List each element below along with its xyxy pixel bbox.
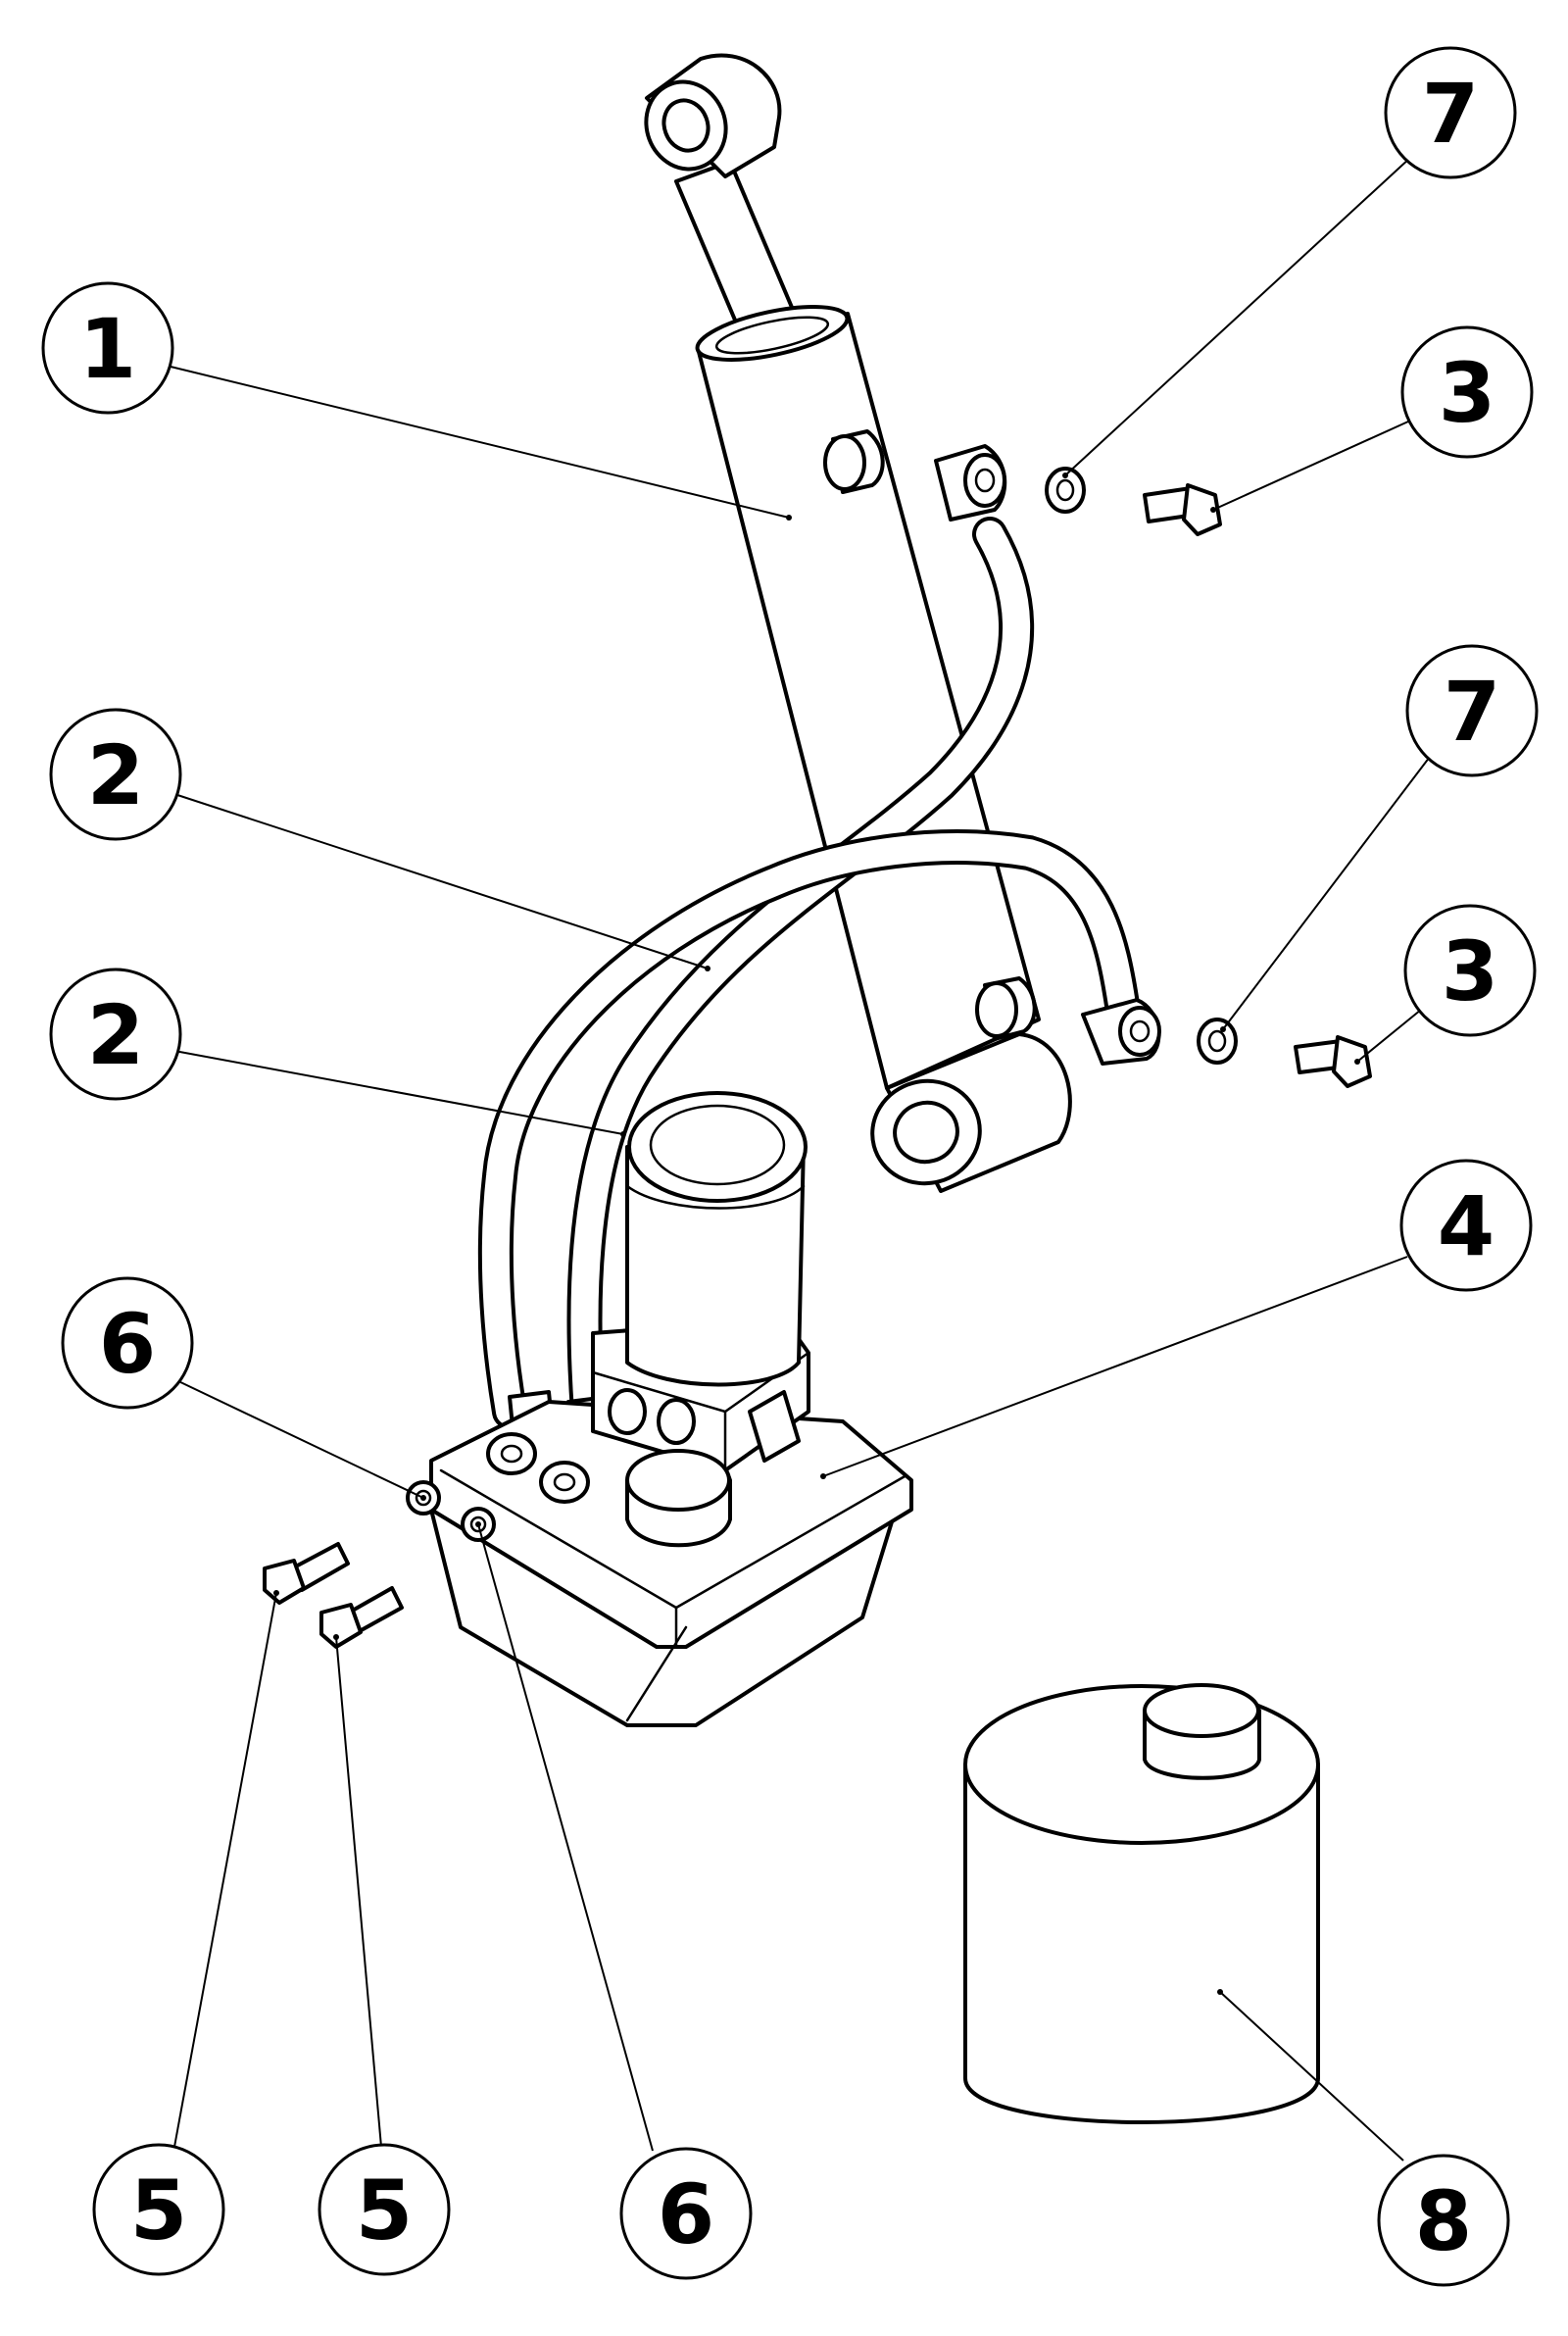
svg-text:3: 3 (1439, 345, 1495, 441)
callout-4: 4 (1399, 1159, 1533, 1292)
svg-text:5: 5 (130, 2162, 187, 2259)
leader-8 (1219, 1991, 1404, 2162)
hose-fitting-bottom-eye (1118, 1006, 1161, 1057)
leader-2a (173, 793, 709, 969)
svg-text:7: 7 (1422, 66, 1479, 162)
cover-port-nut-a (486, 1432, 537, 1475)
cylinder-port-bottom-face (975, 981, 1018, 1038)
screw-a-head (263, 1559, 306, 1605)
callout-3-bottom: 3 (1403, 904, 1537, 1037)
svg-text:4: 4 (1438, 1178, 1494, 1274)
leader-3b (1356, 1009, 1422, 1063)
cylinder-port-top-face (823, 434, 866, 491)
barrel-top-opening (695, 305, 850, 362)
leader-3a (1212, 421, 1409, 511)
callout-7-bottom: 7 (1405, 644, 1539, 777)
hose-fitting-top-eye (963, 453, 1006, 508)
rod-eye-top-bore (662, 98, 710, 153)
cover-port-nut-b (539, 1461, 590, 1504)
leader-6b (477, 1523, 654, 2152)
leader-5b (335, 1636, 382, 2148)
base-eye-bore (893, 1100, 959, 1165)
valve-port-b (657, 1398, 696, 1445)
callout-6-bottom: 6 (619, 2147, 753, 2280)
callout-5-right: 5 (318, 2143, 451, 2276)
oil-can-body (963, 1763, 1320, 2124)
callout-2-lower: 2 (49, 968, 182, 1101)
leader-1 (170, 366, 790, 519)
washers (1045, 467, 1238, 1065)
leader-7a (1064, 156, 1412, 476)
bolt-bottom-head (1332, 1035, 1372, 1088)
callout-7-top: 7 (1384, 46, 1517, 179)
callout-3-top: 3 (1400, 325, 1534, 459)
svg-text:6: 6 (658, 2166, 714, 2262)
bolts (1143, 483, 1372, 1088)
svg-text:1: 1 (79, 301, 136, 397)
oil-can-cap-top (1143, 1683, 1260, 1738)
washer-top (1045, 467, 1086, 514)
callout-balloons: 1 7 3 7 2 3 2 4 (41, 46, 1539, 2287)
callout-5-left: 5 (92, 2143, 225, 2276)
leader-lines (170, 156, 1434, 2162)
callout-2-upper: 2 (49, 708, 182, 841)
power-unit (406, 1091, 913, 1727)
svg-text:2: 2 (87, 987, 144, 1083)
bolt-top-head (1182, 483, 1222, 536)
leader-4 (822, 1256, 1408, 1477)
hydraulic-hoses (477, 444, 1161, 1453)
callout-6-left: 6 (61, 1276, 194, 1410)
filler-cap-top (625, 1449, 731, 1512)
callout-1: 1 (41, 281, 174, 415)
oil-can-top (963, 1684, 1320, 1845)
screws (263, 1542, 404, 1649)
washer-bottom (1197, 1018, 1238, 1065)
svg-text:7: 7 (1444, 664, 1500, 760)
leader-7b (1222, 752, 1434, 1030)
valve-port-a (608, 1388, 647, 1435)
side-fitting (748, 1390, 801, 1463)
svg-text:5: 5 (356, 2162, 413, 2259)
callout-8: 8 (1377, 2154, 1510, 2287)
leader-2b (173, 1050, 624, 1135)
oil-can (963, 1683, 1320, 2124)
svg-text:6: 6 (99, 1296, 156, 1392)
leader-6a (175, 1379, 424, 1499)
screw-b-head (319, 1603, 363, 1649)
svg-text:3: 3 (1442, 923, 1498, 1019)
leader-5a (173, 1592, 277, 2148)
hydraulic-cylinder (644, 53, 1072, 1193)
svg-text:8: 8 (1415, 2173, 1472, 2269)
barrel-top-inner (714, 316, 830, 355)
svg-text:2: 2 (87, 727, 144, 823)
